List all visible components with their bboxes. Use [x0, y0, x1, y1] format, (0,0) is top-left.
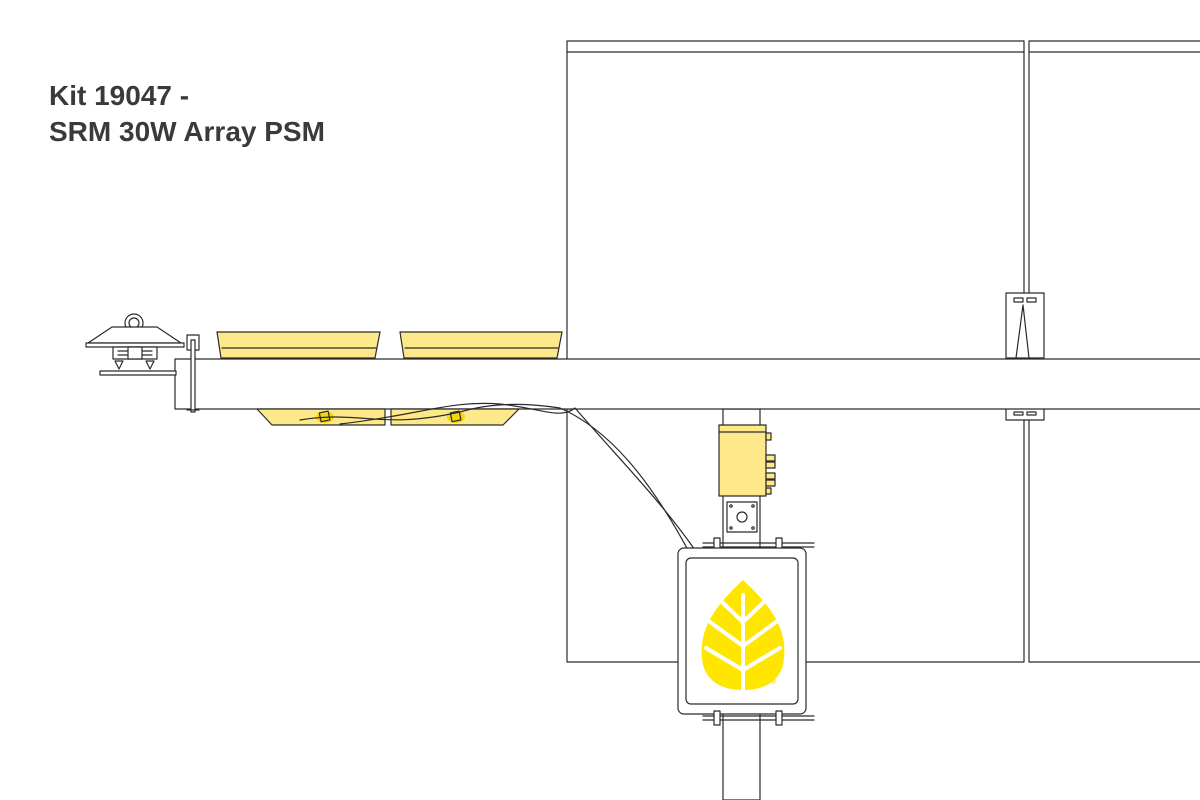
title-line-1: Kit 19047 - — [49, 80, 190, 111]
crossarm — [174, 358, 1200, 410]
end-clamp — [186, 334, 200, 413]
junction-box — [718, 424, 776, 497]
top-sensor-arrays — [216, 331, 563, 359]
mounting-plate — [726, 501, 758, 533]
sensor-cables — [299, 402, 696, 551]
pyranometer-sensor — [85, 313, 185, 376]
title-line-2: SRM 30W Array PSM — [49, 116, 325, 147]
leaf-logo-icon: ® — [701, 580, 785, 694]
panel-bracket — [1005, 292, 1045, 421]
solar-panel-right — [1028, 40, 1200, 663]
registered-mark: ® — [770, 678, 777, 686]
diagram-title: Kit 19047 - SRM 30W Array PSM — [49, 78, 325, 150]
solar-panel-array — [566, 40, 1200, 663]
